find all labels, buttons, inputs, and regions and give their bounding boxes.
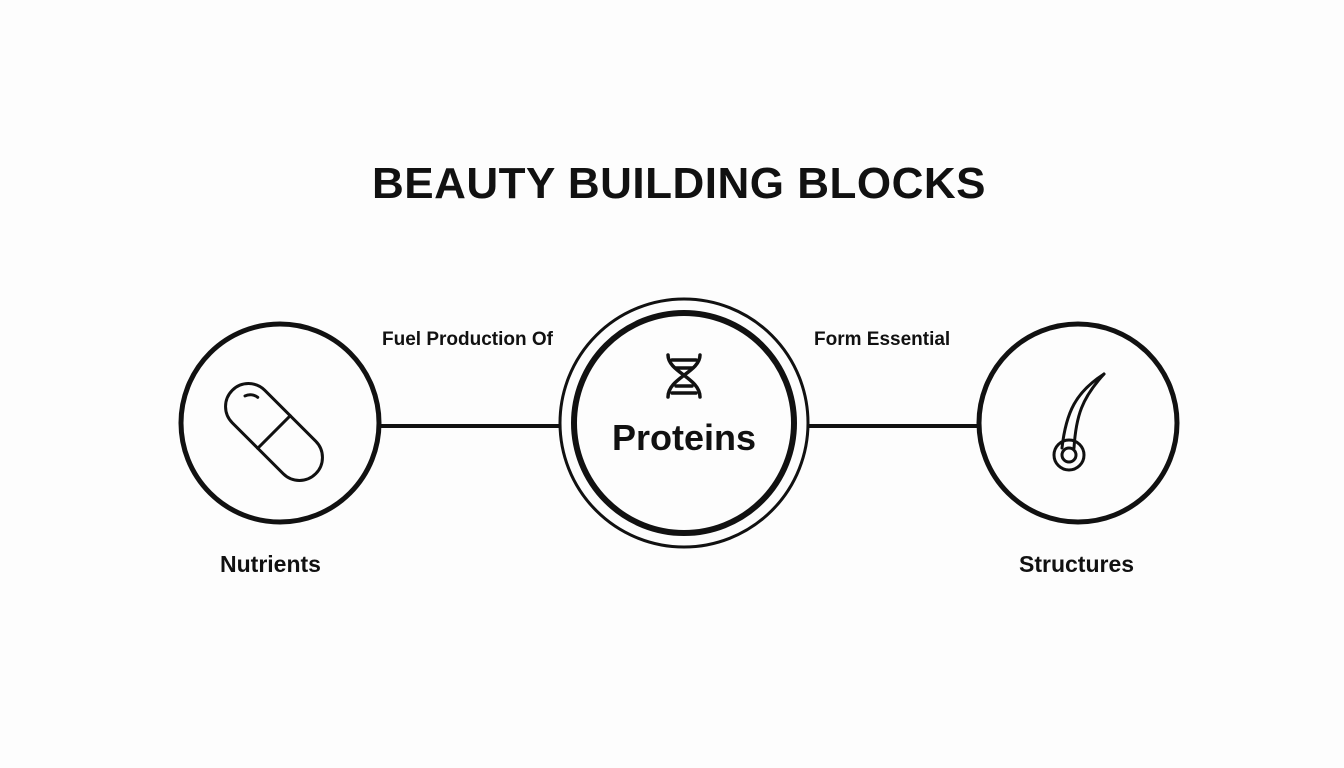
edge-label-form-essential: Form Essential <box>814 329 951 350</box>
node-label-nutrients: Nutrients <box>220 551 321 577</box>
node-circle-proteins <box>571 310 797 536</box>
node-label-structures: Structures <box>1019 551 1135 577</box>
hair-follicle-icon <box>1052 372 1106 472</box>
edge-label-fuel-production-of: Fuel Production Of <box>382 329 553 350</box>
diagram-title: BEAUTY BUILDING BLOCKS <box>372 159 986 208</box>
node-circle-nutrients <box>178 321 382 525</box>
node-label-proteins: Proteins <box>611 417 757 458</box>
dna-icon <box>666 353 702 399</box>
